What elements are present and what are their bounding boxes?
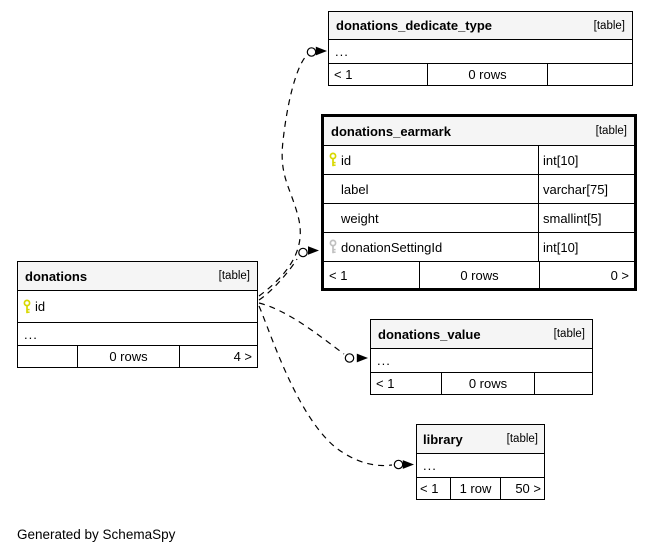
table-footer: < 1 0 rows bbox=[371, 373, 592, 394]
generated-by-note: Generated by SchemaSpy bbox=[17, 527, 176, 542]
column-name: weight bbox=[341, 210, 379, 226]
arrowhead-icon bbox=[315, 46, 327, 56]
relationship-donations-to-donations-dedicate-type bbox=[258, 46, 327, 297]
column-row-label: label varchar[75] bbox=[324, 175, 634, 204]
collapsed-columns-row: ... bbox=[371, 349, 592, 373]
footer-children-count: < 1 bbox=[329, 64, 428, 85]
footer-children-count: < 1 bbox=[417, 478, 451, 499]
table-type-tag: [table] bbox=[553, 328, 585, 340]
collapsed-columns-row: ... bbox=[329, 40, 632, 64]
table-title[interactable]: donations_dedicate_type bbox=[336, 18, 493, 33]
column-name: donationSettingId bbox=[341, 239, 443, 255]
relationship-line bbox=[258, 302, 345, 355]
footer-parents-count: 50 > bbox=[515, 481, 541, 496]
column-row-id: id bbox=[18, 291, 257, 323]
table-header: donations_earmark [table] bbox=[324, 117, 634, 146]
column-row-donationsettingid: donationSettingId int[10] bbox=[324, 233, 634, 262]
column-name: label bbox=[341, 181, 369, 197]
table-title[interactable]: donations bbox=[25, 268, 88, 284]
table-header: donations [table] bbox=[18, 262, 257, 291]
table-library[interactable]: library [table] ... < 1 1 row 50 > bbox=[416, 424, 545, 500]
table-type-tag: [table] bbox=[506, 433, 538, 445]
table-footer: < 1 0 rows bbox=[329, 64, 632, 85]
index-key-icon bbox=[324, 239, 341, 255]
footer-parents-count: 4 > bbox=[233, 349, 252, 364]
ellipsis-label: ... bbox=[377, 353, 391, 368]
table-title[interactable]: donations_earmark bbox=[331, 123, 451, 139]
footer-row-count: 0 rows bbox=[78, 346, 180, 367]
collapsed-columns-row: ... bbox=[417, 454, 544, 478]
footer-parents-count bbox=[535, 373, 592, 394]
relationship-donations-to-donations-value bbox=[258, 302, 368, 363]
column-type: smallint[5] bbox=[538, 204, 634, 232]
ellipsis-label: ... bbox=[335, 44, 349, 59]
cardinality-circle bbox=[393, 459, 404, 470]
column-type: varchar[75] bbox=[538, 175, 634, 203]
relationship-line bbox=[258, 54, 308, 297]
table-footer: 0 rows 4 > bbox=[18, 346, 257, 367]
table-footer: < 1 1 row 50 > bbox=[417, 478, 544, 499]
table-donations-earmark[interactable]: donations_earmark [table] id int[10] lab… bbox=[321, 114, 637, 291]
cardinality-circle bbox=[306, 47, 317, 57]
column-row-weight: weight smallint[5] bbox=[324, 204, 634, 233]
arrowhead-icon bbox=[402, 460, 414, 469]
collapsed-columns-row: ... bbox=[18, 323, 257, 346]
footer-children-count: < 1 bbox=[371, 373, 442, 394]
footer-children-count: < 1 bbox=[324, 262, 420, 288]
table-title[interactable]: library bbox=[423, 431, 463, 447]
column-name: id bbox=[341, 152, 352, 168]
primary-key-icon bbox=[18, 299, 35, 315]
table-donations-value[interactable]: donations_value [table] ... < 1 0 rows bbox=[370, 319, 593, 395]
footer-row-count: 1 row bbox=[451, 478, 501, 499]
ellipsis-label: ... bbox=[24, 326, 38, 342]
table-footer: < 1 0 rows 0 > bbox=[324, 262, 634, 288]
table-title[interactable]: donations_value bbox=[378, 326, 481, 342]
footer-parents-count bbox=[548, 64, 632, 85]
table-header: library [table] bbox=[417, 425, 544, 454]
table-donations-dedicate-type[interactable]: donations_dedicate_type [table] ... < 1 … bbox=[328, 11, 633, 86]
column-name: id bbox=[35, 299, 46, 314]
column-type: int[10] bbox=[538, 233, 634, 261]
arrowhead-icon bbox=[308, 246, 319, 255]
primary-key-icon bbox=[324, 152, 341, 168]
cardinality-circle bbox=[344, 353, 355, 363]
column-row-id: id int[10] bbox=[324, 146, 634, 175]
table-type-tag: [table] bbox=[595, 125, 627, 137]
relationship-donations-to-donations-earmark bbox=[258, 246, 319, 301]
footer-row-count: 0 rows bbox=[442, 373, 535, 394]
arrowhead-icon bbox=[356, 353, 368, 363]
table-type-tag: [table] bbox=[593, 19, 625, 32]
ellipsis-label: ... bbox=[423, 458, 437, 473]
footer-row-count: 0 rows bbox=[420, 262, 540, 288]
column-type: int[10] bbox=[538, 146, 634, 174]
footer-row-count: 0 rows bbox=[428, 64, 548, 85]
footer-children-count bbox=[18, 346, 78, 367]
cardinality-circle bbox=[298, 247, 308, 258]
footer-parents-count: 0 > bbox=[610, 267, 629, 283]
table-donations[interactable]: donations [table] id ... 0 rows 4 > bbox=[17, 261, 258, 368]
table-header: donations_dedicate_type [table] bbox=[329, 12, 632, 40]
relationship-line bbox=[258, 258, 298, 301]
table-type-tag: [table] bbox=[218, 270, 250, 282]
table-header: donations_value [table] bbox=[371, 320, 592, 349]
